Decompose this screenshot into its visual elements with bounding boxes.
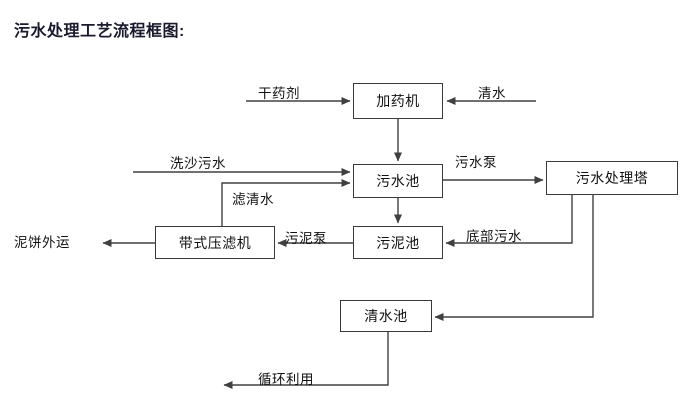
- node-sludge-pool-label: 污泥池: [376, 234, 420, 251]
- edge-tower-to-clean-water-pool: [434, 195, 594, 321]
- edge-label-sand-wash-sewage: 洗沙污水: [170, 156, 226, 171]
- node-sewage-pool[interactable]: 污水池: [353, 164, 443, 198]
- node-dosing-machine[interactable]: 加药机: [353, 83, 443, 119]
- edge-label-dry-chemical: 干药剂: [258, 86, 300, 101]
- edge-label-filtered-clear-water: 滤清水: [232, 192, 274, 207]
- node-sewage-pool-label: 污水池: [376, 173, 420, 189]
- node-belt-filter-press[interactable]: 带式压滤机: [155, 226, 275, 259]
- page-title: 污水处理工艺流程框图:: [14, 23, 185, 40]
- edge-filtered-water-to-sewage-pool: [221, 179, 351, 226]
- node-dosing-machine-label: 加药机: [376, 93, 420, 109]
- node-clean-water-pool[interactable]: 清水池: [340, 300, 432, 332]
- node-treatment-tower-label: 污水处理塔: [575, 170, 649, 186]
- edge-label-recycle-reuse: 循环利用: [258, 372, 314, 387]
- edge-label-bottom-sewage: 底部污水: [466, 229, 522, 244]
- edge-label-mud-cake-out: 泥饼外运: [14, 235, 70, 250]
- edge-label-sewage-pump: 污水泵: [455, 155, 497, 170]
- node-belt-filter-press-label: 带式压滤机: [178, 234, 252, 251]
- node-clean-water-pool-label: 清水池: [364, 308, 408, 324]
- edge-clean-water-to-recycle: [223, 332, 389, 389]
- node-treatment-tower[interactable]: 污水处理塔: [546, 161, 678, 195]
- edge-bottom-sewage-to-sludge-pool: [445, 195, 573, 247]
- edge-label-sludge-pump: 污泥泵: [285, 231, 327, 246]
- node-sludge-pool[interactable]: 污泥池: [353, 226, 443, 259]
- edge-label-clear-water-in: 清水: [478, 86, 506, 101]
